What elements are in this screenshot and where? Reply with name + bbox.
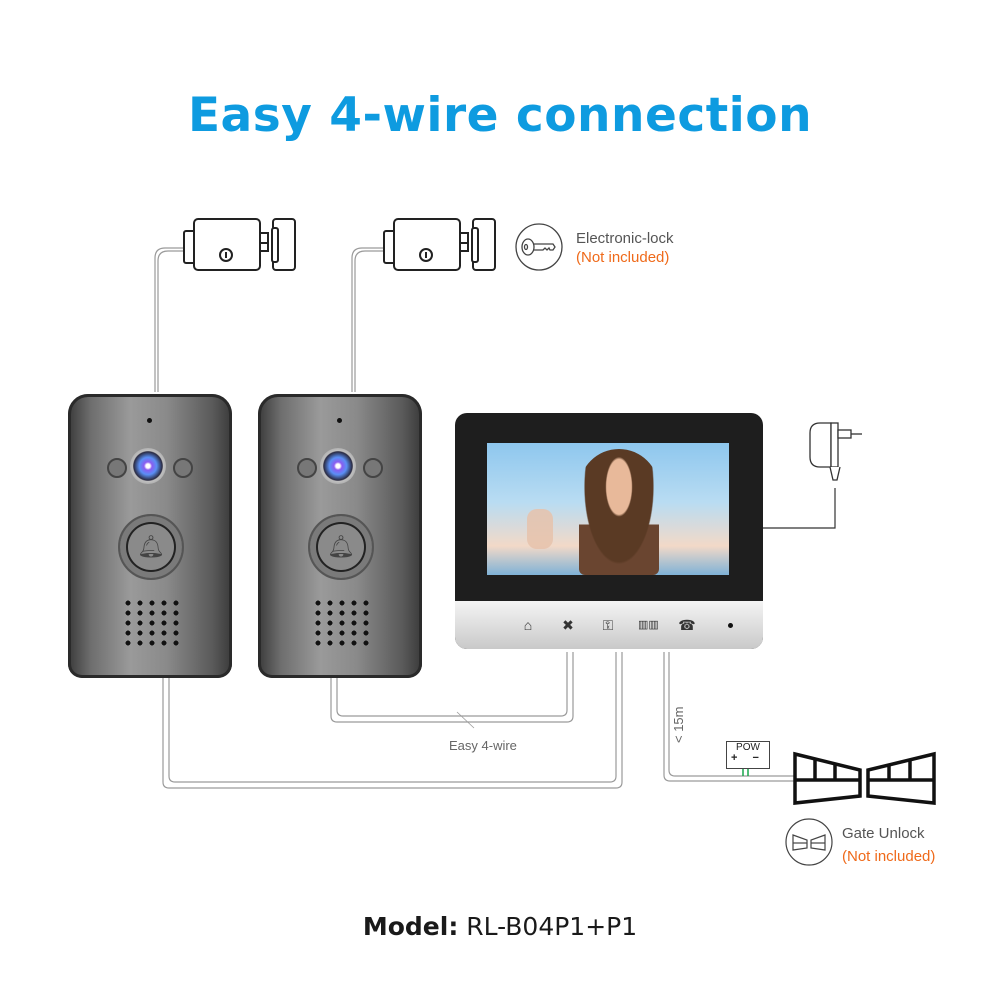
gate-icon — [793, 751, 936, 805]
visitor-image — [579, 449, 659, 575]
settings-button[interactable]: ✖ — [562, 617, 574, 633]
bell-icon: 🔔︎ — [137, 534, 165, 559]
power-box: POW + − — [726, 741, 770, 769]
power-box-terminals: + − — [731, 752, 765, 764]
model-label: Model: — [362, 912, 459, 941]
model-value: RL-B04P1+P1 — [466, 912, 638, 941]
gate-unlock-label: Gate Unlock (Not included) — [842, 822, 935, 868]
ir-led-right — [173, 458, 193, 478]
speaker-grille — [122, 598, 182, 648]
bell-icon: 🔔︎ — [327, 534, 355, 559]
doorbell-button[interactable]: 🔔︎ — [308, 514, 374, 580]
distance-label: < 15m — [671, 706, 686, 744]
wire-label: Easy 4-wire — [449, 738, 517, 753]
electronic-lock-title: Electronic-lock — [576, 230, 674, 247]
electronic-lock-note: (Not included) — [576, 249, 670, 266]
doorbell-button[interactable]: 🔔︎ — [118, 514, 184, 580]
ir-led-left — [297, 458, 317, 478]
gate-button[interactable]: ▥▥ — [638, 619, 659, 631]
intercom-button[interactable]: ⌂ — [523, 617, 533, 633]
model-line: Model: RL-B04P1+P1 — [0, 912, 1000, 941]
power-adapter-icon — [809, 422, 862, 481]
key-icon — [515, 223, 563, 271]
microphone-hole — [337, 418, 342, 423]
indoor-monitor: ⌂ ✖ ⚿ ▥▥ ☎︎ — [455, 413, 763, 649]
camera-lens-icon — [130, 448, 166, 484]
monitor-button-panel: ⌂ ✖ ⚿ ▥▥ ☎︎ — [455, 601, 763, 649]
gate-unlock-icon — [785, 818, 833, 866]
ir-led-right — [363, 458, 383, 478]
power-box-label: POW — [736, 742, 760, 753]
gate-unlock-title: Gate Unlock — [842, 825, 925, 842]
power-indicator — [728, 623, 733, 628]
outdoor-station-2: 🔔︎ — [258, 394, 422, 678]
page-title: Easy 4-wire connection — [187, 88, 813, 143]
unlock-button[interactable]: ⚿ — [602, 617, 614, 633]
electronic-lock-1 — [183, 218, 296, 271]
visitor-hand — [527, 509, 553, 549]
gate-unlock-note: (Not included) — [842, 848, 936, 865]
speaker-grille — [312, 598, 372, 648]
call-button[interactable]: ☎︎ — [678, 617, 696, 633]
microphone-hole — [147, 418, 152, 423]
ir-led-left — [107, 458, 127, 478]
electronic-lock-label: Electronic-lock (Not included) — [576, 229, 674, 267]
outdoor-station-1: 🔔︎ — [68, 394, 232, 678]
electronic-lock-2 — [383, 218, 496, 271]
camera-lens-icon — [320, 448, 356, 484]
monitor-screen — [487, 443, 729, 575]
